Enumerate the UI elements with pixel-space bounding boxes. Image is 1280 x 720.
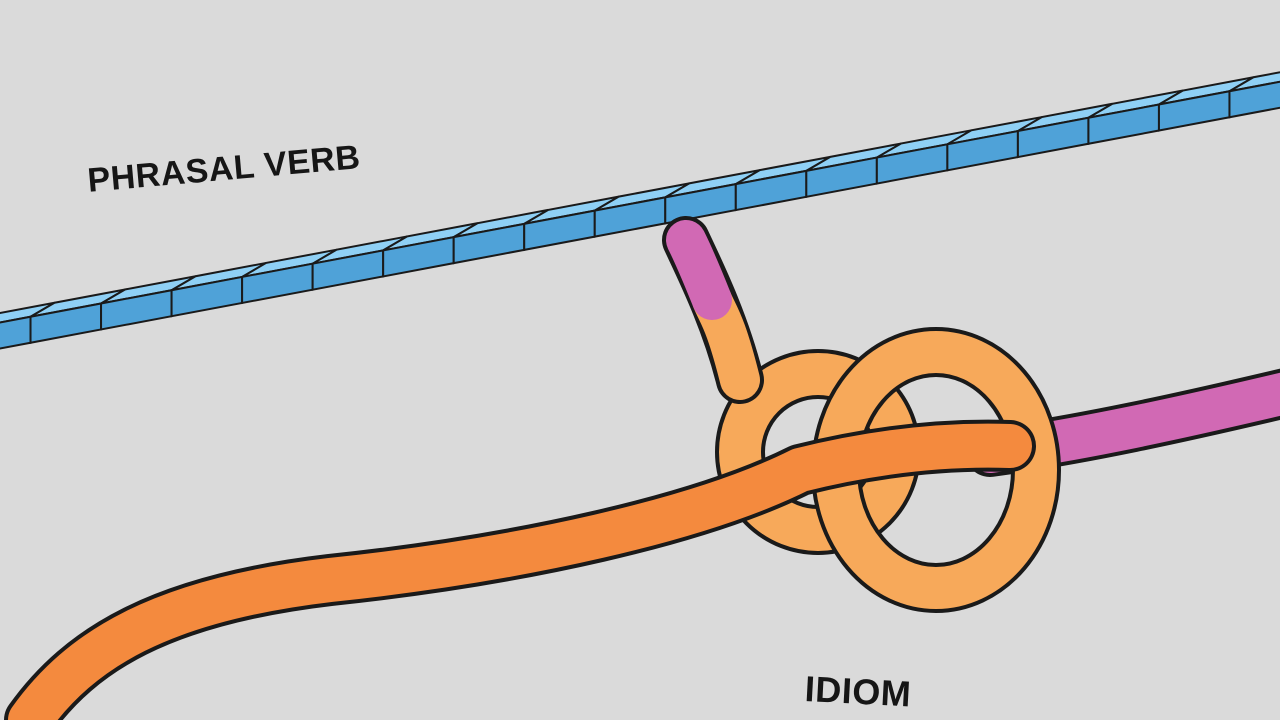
bar-segment-front: [0, 315, 32, 350]
bar-segment-front: [1228, 80, 1280, 119]
segmented-bar: [0, 71, 1280, 350]
knotted-rope: [4, 216, 1280, 720]
idiom-label: IDIOM: [803, 668, 913, 715]
